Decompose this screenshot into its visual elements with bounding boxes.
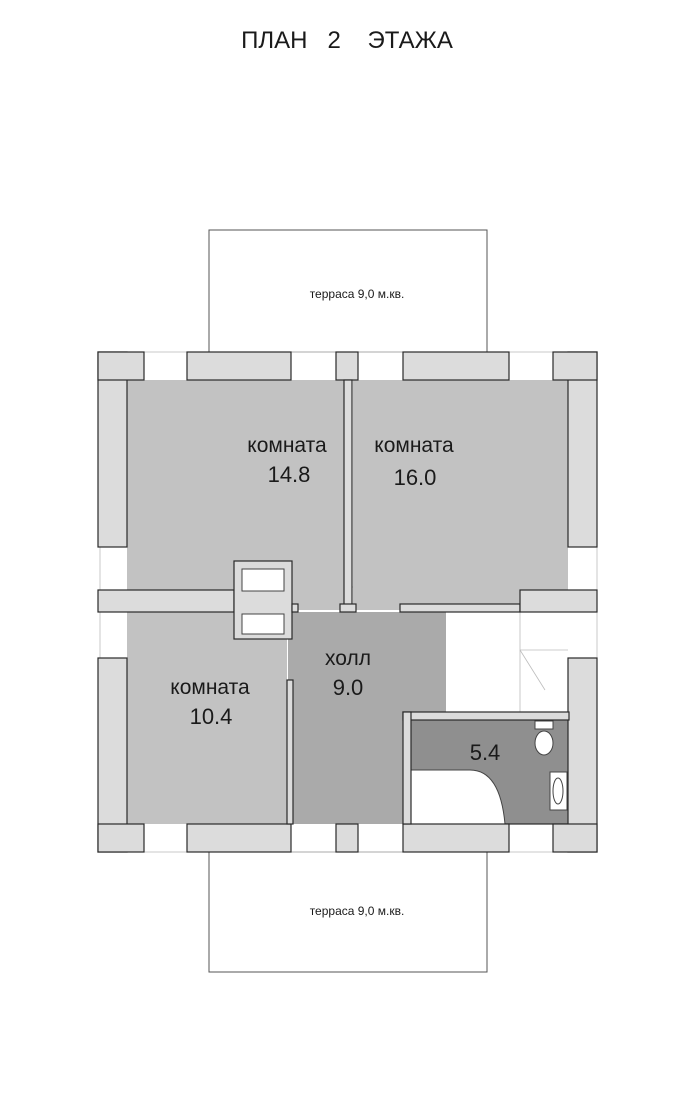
hall-extension: [288, 612, 408, 718]
wall-middle-left: [97, 589, 235, 613]
stair-line: [519, 649, 546, 691]
wall-bottom-left: [186, 823, 292, 853]
wall-left-bottom-right: [286, 679, 294, 825]
wall-middle-right: [519, 589, 598, 613]
toilet-bowl-icon: [534, 730, 554, 756]
wall-center-stub: [339, 603, 357, 613]
wall-left-top: [97, 351, 128, 548]
wall-right-top-inner: [552, 351, 598, 381]
staircase: [446, 612, 568, 716]
wall-hall-right: [402, 711, 570, 721]
room-right-top: [353, 380, 568, 610]
wall-top-right: [402, 351, 510, 381]
page-title: ПЛАН 2 ЭТАЖА: [241, 27, 453, 54]
hall-area: 9.0: [333, 675, 364, 700]
sink-bowl-icon: [552, 777, 564, 805]
wall-right-bottom-inner: [552, 823, 598, 853]
room-left-bottom-area: 10.4: [190, 704, 233, 729]
wall-left-bottom: [97, 657, 128, 853]
wall-center-vertical: [343, 379, 353, 611]
room-left-top-name: комната: [247, 434, 327, 457]
terrace-top-label: терраса 9,0 м.кв.: [310, 287, 405, 301]
wall-bottom-right: [402, 823, 510, 853]
vent-duct-bottom: [241, 613, 285, 635]
wall-top-left: [186, 351, 292, 381]
room-right-top-area: 16.0: [394, 465, 437, 490]
room-left-bottom: [127, 612, 287, 824]
wall-left-bottom-inner: [97, 823, 145, 853]
vent-connector: [291, 603, 299, 613]
terrace-bottom-label: терраса 9,0 м.кв.: [310, 904, 405, 918]
wall-left-top-inner: [97, 351, 145, 381]
wall-bottom-center: [335, 823, 359, 853]
wall-bath-left: [402, 711, 412, 825]
wall-middle-right-top: [399, 603, 521, 613]
vent-duct-top: [241, 568, 285, 592]
wall-right-top: [567, 351, 598, 548]
room-right-top-name: комната: [374, 434, 454, 457]
room-left-bottom-name: комната: [170, 676, 250, 699]
bathroom-area: 5.4: [470, 740, 501, 765]
hall-name: холл: [325, 647, 371, 670]
room-left-top-area: 14.8: [268, 462, 311, 487]
wall-top-center: [335, 351, 359, 381]
wall-right-bottom: [567, 657, 598, 853]
toilet-tank-icon: [534, 720, 554, 730]
